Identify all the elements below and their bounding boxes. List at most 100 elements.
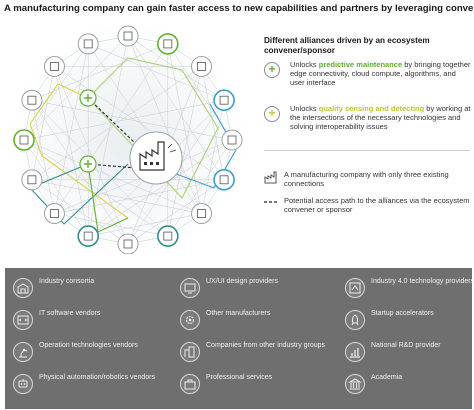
design-icon — [180, 278, 200, 298]
web-line — [54, 43, 89, 214]
page-title: A manufacturing company can gain faster … — [4, 3, 474, 14]
alliance-item-quality: + Unlocks quality sensing and detecting … — [264, 104, 472, 131]
rocket-icon — [345, 310, 365, 330]
web-line — [23, 139, 168, 237]
network-node — [213, 89, 235, 112]
plus-marker-quality — [79, 155, 97, 173]
web-line — [54, 43, 169, 214]
factory-icon — [139, 141, 165, 171]
web-line — [54, 66, 89, 237]
network-node — [13, 129, 35, 151]
legend-path-text: Potential access path to the alliances v… — [284, 196, 470, 214]
highlight-predictive-maintenance: predictive maintenance — [318, 60, 403, 69]
web-line — [127, 179, 225, 245]
academia-icon — [345, 374, 365, 394]
network-node — [21, 89, 43, 111]
node-icon — [197, 209, 206, 218]
category-ux-ui-design: UX/UI design providers — [180, 276, 350, 304]
network-node — [156, 225, 179, 247]
dashed-line-icon — [264, 201, 278, 203]
web-line — [31, 179, 129, 245]
industry40-icon — [345, 278, 365, 298]
web-line — [23, 43, 89, 141]
network-node — [77, 33, 99, 55]
category-startup-accelerators: Startup accelerators — [345, 308, 474, 336]
web-line — [201, 66, 225, 180]
teal-connection-line — [29, 163, 129, 225]
category-physical-automation: Physical automation/robotics vendors — [13, 372, 183, 400]
category-it-software-vendors: IT software vendors — [13, 308, 183, 336]
buildings-icon — [180, 342, 200, 362]
plus-icon: + — [264, 106, 280, 122]
node-icon — [83, 231, 93, 241]
web-line — [23, 99, 225, 141]
web-line — [127, 35, 225, 101]
legend-company: A manufacturing company with only three … — [264, 170, 472, 188]
briefcase-icon — [180, 374, 200, 394]
legend-divider — [264, 150, 470, 151]
plus-marker-predictive — [79, 89, 97, 107]
node-icon — [27, 175, 37, 185]
network-background — [10, 22, 246, 254]
network-node — [117, 233, 139, 254]
node-icon — [123, 239, 133, 249]
software-icon — [13, 310, 33, 330]
legend-path: Potential access path to the alliances v… — [264, 196, 472, 214]
category-companies-other-industries: Companies from other industry groups — [180, 340, 350, 368]
network-node — [77, 225, 100, 247]
web-line — [201, 100, 225, 214]
node-icon — [123, 31, 133, 41]
category-operation-technologies: Operation technologies vendors — [13, 340, 183, 368]
quality-alliance-line — [29, 83, 129, 219]
web-line — [31, 100, 168, 237]
web-line — [23, 139, 202, 214]
web-line — [31, 43, 168, 101]
category-industry-consortia: Industry consortia — [13, 276, 183, 304]
web-line — [88, 213, 202, 237]
web-line — [31, 99, 233, 141]
convener-dashed-paths — [87, 97, 137, 169]
network-node — [43, 203, 65, 225]
web-line — [31, 100, 129, 245]
node-icon — [27, 95, 37, 105]
alliance-text-quality: Unlocks quality sensing and detecting by… — [290, 104, 471, 131]
web-line — [23, 139, 89, 237]
category-other-manufacturers: Other manufacturers — [180, 308, 350, 336]
web-line — [54, 213, 168, 237]
web-line — [167, 139, 233, 237]
web-line — [88, 43, 225, 101]
robotics-icon — [13, 374, 33, 394]
network-node — [21, 169, 43, 191]
blue-connection-line — [159, 103, 237, 189]
network-node — [117, 25, 139, 47]
node-icon — [50, 62, 59, 71]
web-line — [54, 66, 225, 181]
network-node — [156, 33, 179, 55]
node-icon — [227, 135, 237, 145]
network-node — [191, 55, 213, 77]
node-icon — [163, 39, 173, 49]
plus-icon: + — [264, 62, 280, 78]
web-line — [31, 66, 55, 180]
node-icon — [197, 62, 206, 71]
network-node — [213, 168, 235, 191]
alliances-panel: Different alliances driven by an ecosyst… — [264, 36, 472, 56]
network-node — [221, 129, 243, 151]
central-factory-node — [129, 131, 183, 185]
node-icon — [163, 231, 173, 241]
node-icon — [50, 209, 59, 218]
node-icon — [219, 175, 229, 185]
category-national-rd-provider: National R&D provider — [345, 340, 474, 368]
web-line — [31, 66, 202, 181]
category-industry-40-providers: Industry 4.0 technology providers — [345, 276, 474, 304]
chart-icon — [345, 342, 365, 362]
network-node — [191, 203, 213, 225]
legend-company-text: A manufacturing company with only three … — [284, 170, 449, 188]
node-icon — [83, 39, 93, 49]
alliances-heading: Different alliances driven by an ecosyst… — [264, 36, 430, 55]
robot-arm-icon — [13, 342, 33, 362]
consortia-icon — [13, 278, 33, 298]
category-academia: Academia — [345, 372, 474, 400]
alliance-text-predictive: Unlocks predictive maintenance by bringi… — [290, 60, 471, 87]
category-professional-services: Professional services — [180, 372, 350, 400]
